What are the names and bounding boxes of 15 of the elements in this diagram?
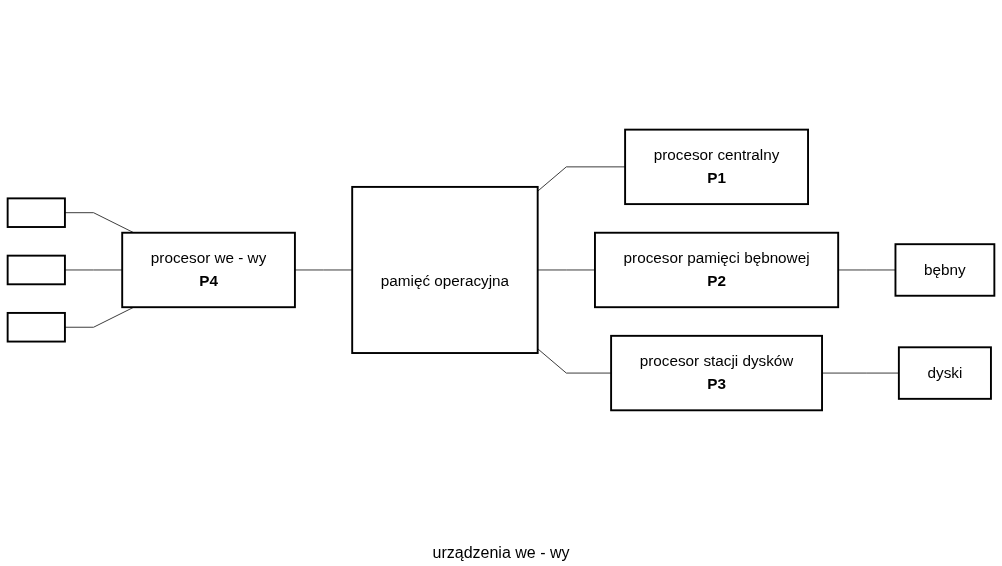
node-box: dyski [897, 346, 992, 400]
node-box: procesor centralny P1 [624, 128, 809, 206]
connector [64, 269, 123, 271]
node-box: procesor stacji dysków P3 [610, 334, 823, 412]
connector [294, 269, 353, 271]
node-box: procesor we - wy P4 [121, 231, 296, 309]
node-box [6, 197, 66, 228]
connector [537, 166, 626, 192]
node-box [6, 312, 66, 343]
node-box: bębny [894, 243, 996, 297]
node-box: procesor pamięci bębnowej P2 [594, 231, 840, 309]
device-caption: urządzenia we - wy [432, 544, 570, 562]
node-box [6, 254, 66, 286]
connector [537, 348, 612, 374]
node-box: pamięć operacyjna [351, 186, 539, 354]
